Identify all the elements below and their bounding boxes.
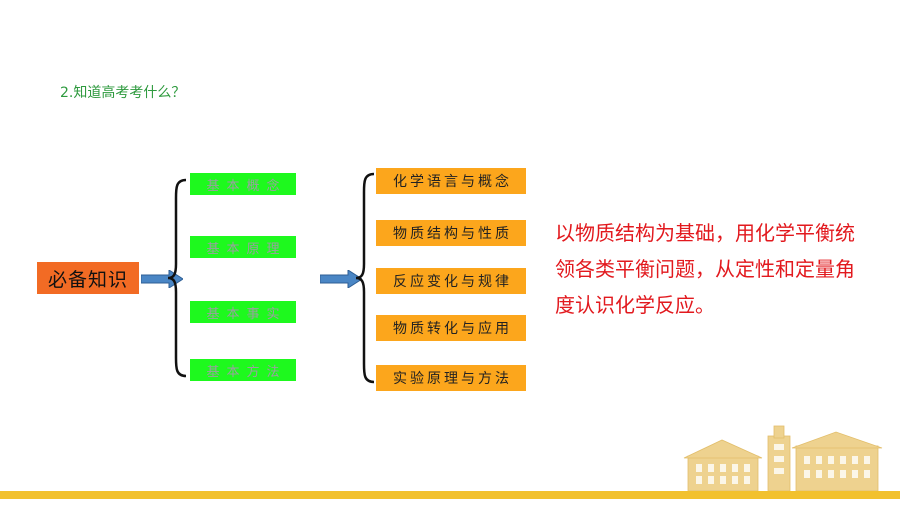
summary-text: 以物质结构为基础，用化学平衡统领各类平衡问题，从定性和定量角度认识化学反应。 [555,221,855,317]
knowledge-type-principle: 基本原理 [190,236,296,258]
left-brace-icon [355,172,375,384]
footer-bar [0,491,900,499]
content-area-structure: 物质结构与性质 [376,220,526,246]
knowledge-type-method: 基本方法 [190,359,296,381]
left-brace-icon [167,178,187,378]
slide-subtitle: 2.知道高考考什么？ [60,85,186,101]
arrow-right-icon [320,270,362,288]
knowledge-type-concept: 基本概念 [190,173,296,195]
content-area-language: 化学语言与概念 [376,168,526,194]
content-area-transformation: 物质转化与应用 [376,315,526,341]
content-area-experiment: 实验原理与方法 [376,365,526,391]
content-area-reaction: 反应变化与规律 [376,268,526,294]
building-illustration-icon [683,425,883,492]
knowledge-type-fact: 基本事实 [190,301,296,323]
root-node: 必备知识 [37,262,139,294]
